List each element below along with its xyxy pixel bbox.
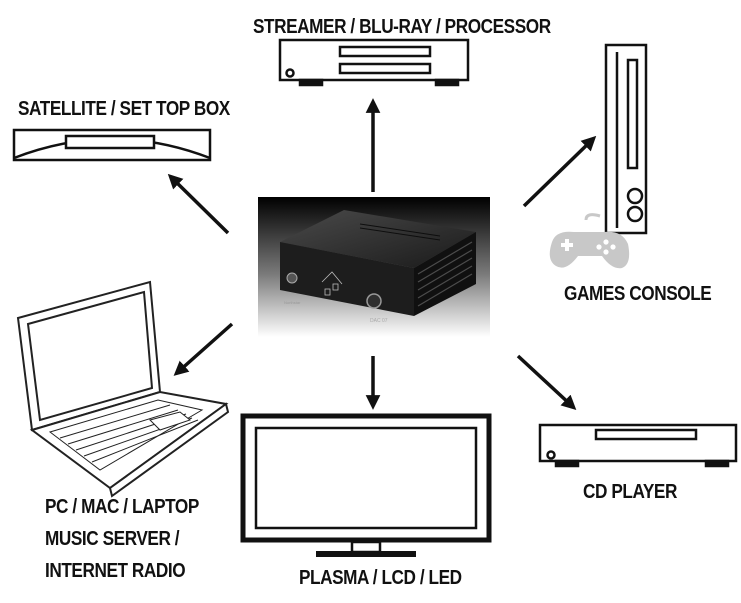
games-console-icon <box>604 43 648 235</box>
streamer-label: STREAMER / BLU-RAY / PROCESSOR <box>253 16 551 38</box>
dac-indicators <box>321 271 343 296</box>
satellite-box-icon <box>12 128 212 162</box>
arrow-to-cd-player <box>516 354 577 410</box>
pc-label-line1: PC / MAC / LAPTOP <box>45 496 199 518</box>
dac-heatsink-fins <box>417 241 473 307</box>
games-console-label: GAMES CONSOLE <box>564 283 712 305</box>
dac-vents <box>359 223 441 241</box>
connection-arrows <box>167 98 597 410</box>
satellite-label: SATELLITE / SET TOP BOX <box>18 98 230 120</box>
gamepad-icon <box>549 213 630 269</box>
dac-brand-label: Northstar <box>284 300 301 305</box>
cd-player-label: CD PLAYER <box>583 481 677 503</box>
display-screen-icon <box>240 413 492 557</box>
dac-power-button <box>286 272 298 284</box>
display-label: PLASMA / LCD / LED <box>299 567 462 589</box>
arrow-to-satellite <box>167 173 230 235</box>
dac-unit-image: DAC 07 Northstar <box>258 197 490 337</box>
dac-model-label: DAC 07 <box>370 318 388 324</box>
pc-label-line2: MUSIC SERVER / <box>45 528 180 550</box>
arrow-to-games-console <box>522 135 597 208</box>
cd-player-icon <box>538 423 738 468</box>
laptop-icon <box>16 280 230 498</box>
dac-knob <box>366 293 382 309</box>
pc-label-line3: INTERNET RADIO <box>45 560 186 582</box>
arrow-to-pc <box>173 322 234 376</box>
streamer-device-icon <box>278 38 470 87</box>
